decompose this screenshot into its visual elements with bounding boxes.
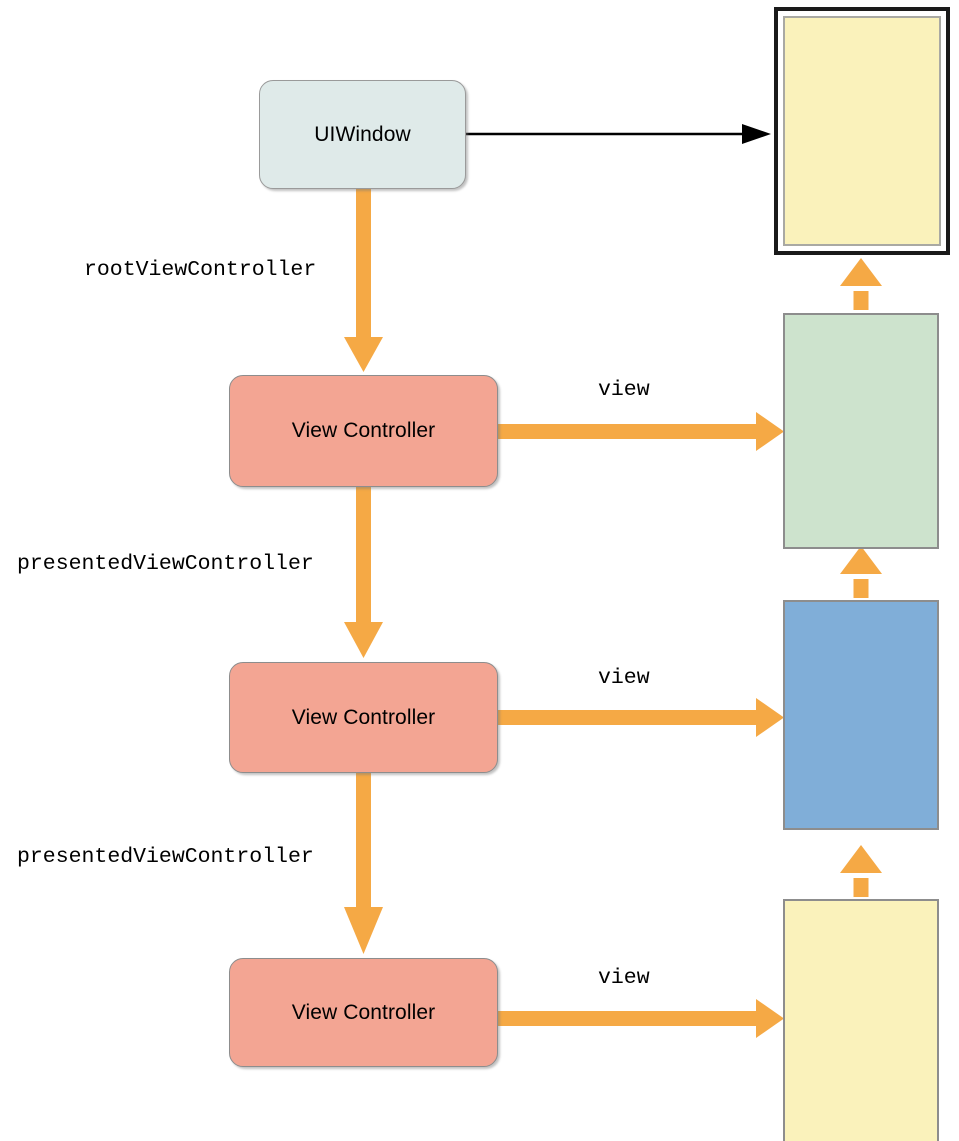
node-uiwindow: UIWindow xyxy=(259,80,466,189)
edge-label-presented-view-controller-1: presentedViewController xyxy=(17,552,314,576)
view-controller-3-label: View Controller xyxy=(291,1000,436,1024)
edge-label-presented-view-controller-2: presentedViewController xyxy=(17,845,314,869)
edge-green-to-screen xyxy=(840,258,882,310)
edge-view-1 xyxy=(498,412,784,451)
device-frame xyxy=(774,7,950,255)
edge-root-view-controller xyxy=(344,189,383,372)
node-view-controller-3: View Controller xyxy=(229,958,498,1067)
edge-blue-to-green xyxy=(840,546,882,598)
node-view-controller-1: View Controller xyxy=(229,375,498,487)
edge-label-view-3: view xyxy=(598,966,650,990)
view-rect-yellow xyxy=(783,899,939,1141)
view-rect-green xyxy=(783,313,939,549)
edge-view-3 xyxy=(498,999,784,1038)
edge-yellow-to-blue xyxy=(840,845,882,897)
edge-presented-view-controller-1 xyxy=(344,487,383,658)
edge-label-view-1: view xyxy=(598,378,650,402)
edge-window-to-screen xyxy=(466,124,771,144)
device-screen xyxy=(783,16,941,246)
view-controller-2-label: View Controller xyxy=(291,705,436,729)
edge-label-root-view-controller: rootViewController xyxy=(84,258,317,282)
view-rect-blue xyxy=(783,600,939,830)
uiwindow-label: UIWindow xyxy=(314,122,411,146)
node-view-controller-2: View Controller xyxy=(229,662,498,773)
edge-label-view-2: view xyxy=(598,666,650,690)
view-controller-1-label: View Controller xyxy=(291,419,436,443)
edge-presented-view-controller-2 xyxy=(344,773,383,954)
edge-view-2 xyxy=(498,698,784,737)
